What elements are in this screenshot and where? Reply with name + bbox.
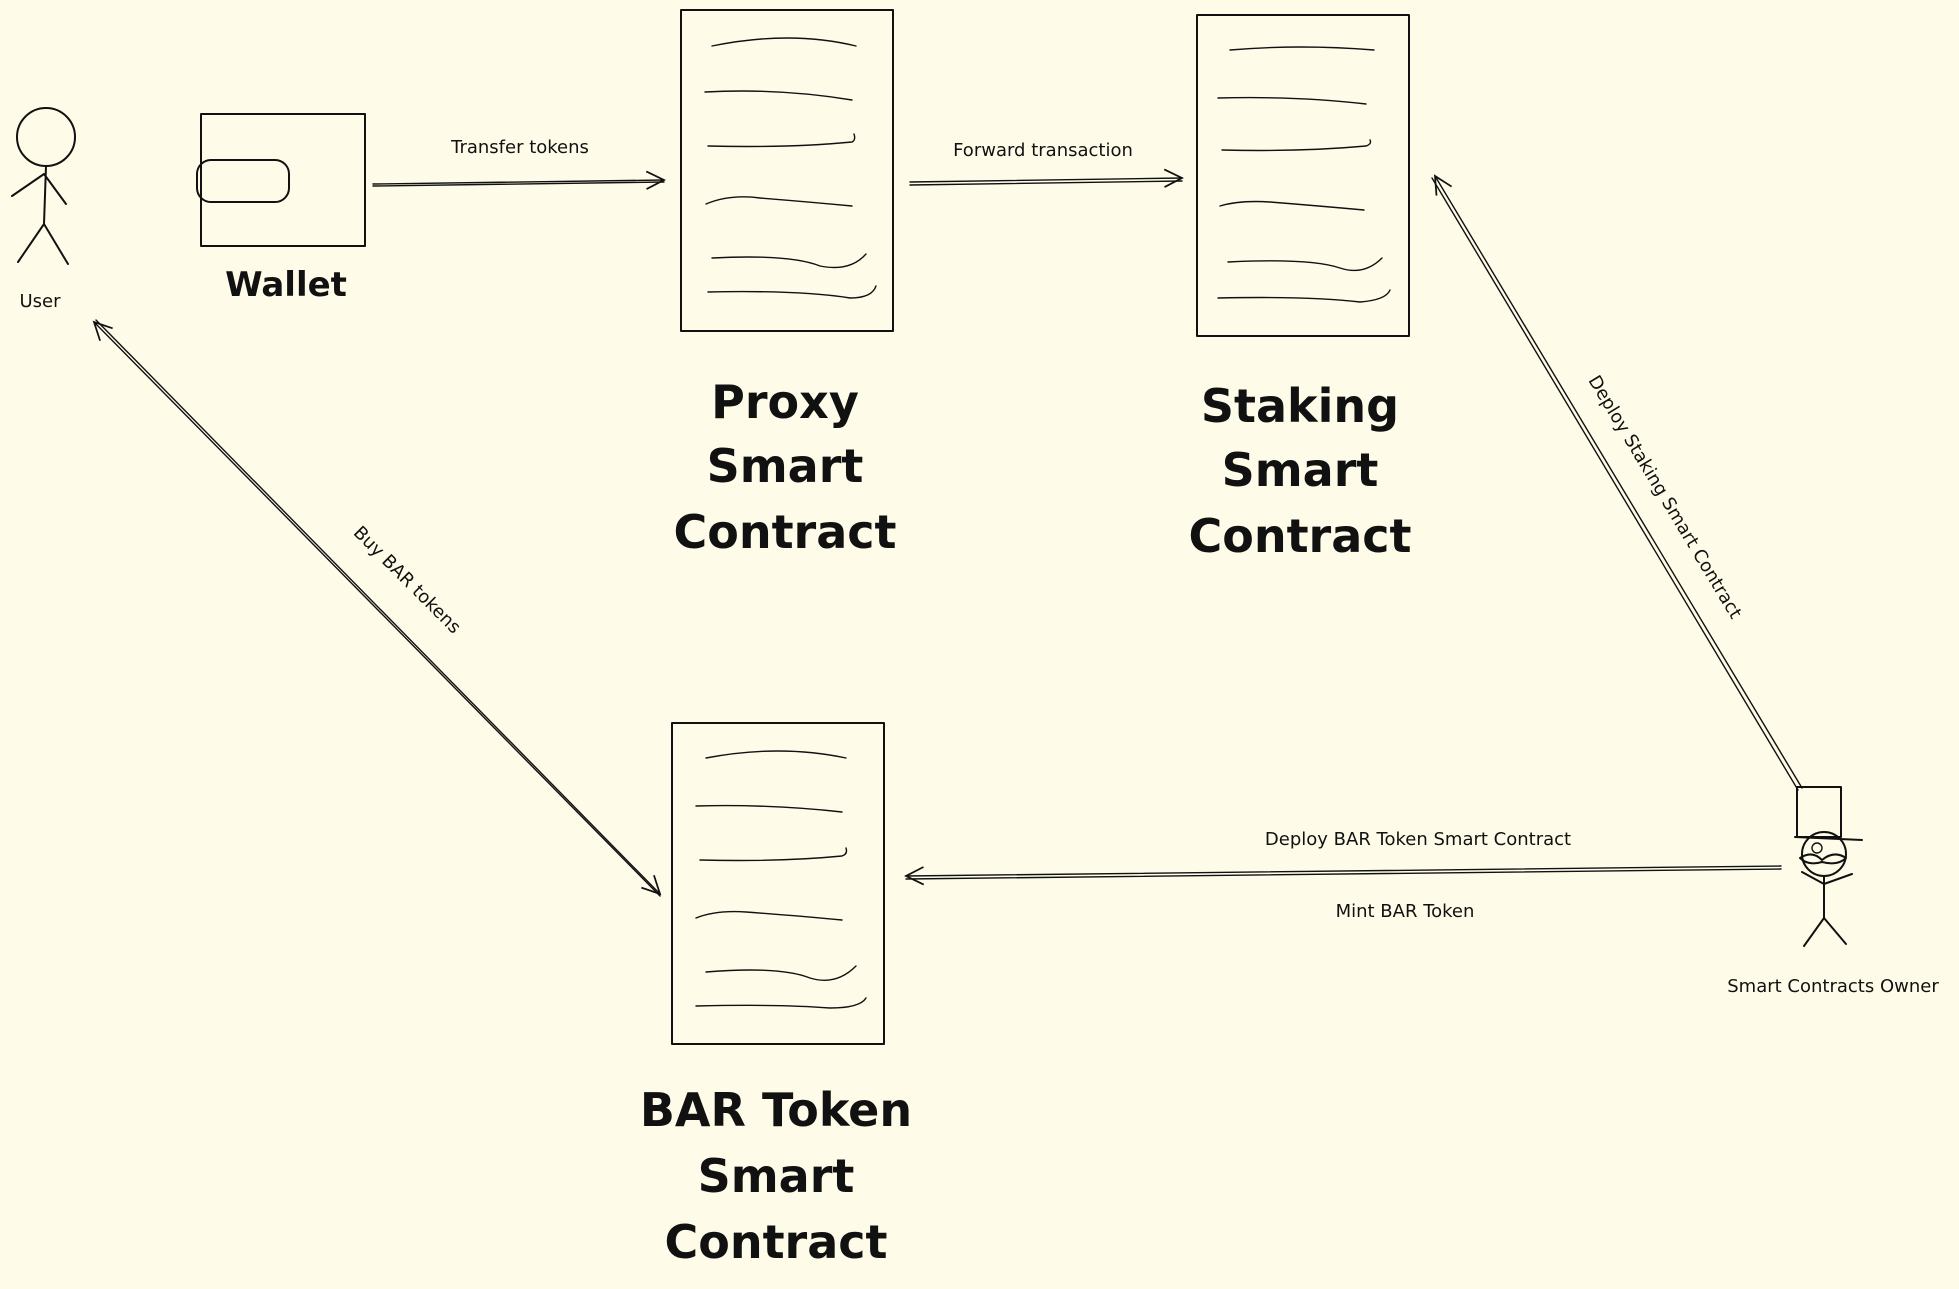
owner-label: Smart Contracts Owner: [1727, 976, 1939, 997]
deploy-staking-arrow: [1433, 174, 1803, 789]
edge-buy-bar-tokens[interactable]: Buy BAR tokens: [92, 319, 662, 897]
owner-body-icon: [1801, 871, 1853, 947]
bar-token-title-line-2: Smart: [698, 1149, 855, 1203]
bar-token-contract[interactable]: BAR Token Smart Contract: [640, 722, 912, 1269]
deploy-bar-arrow: [904, 865, 1782, 886]
top-hat-brim-icon: [1794, 836, 1863, 841]
staking-title-line-3: Contract: [1188, 509, 1411, 563]
forward-label: Forward transaction: [953, 140, 1133, 161]
proxy-title-line-1: Proxy: [711, 375, 859, 429]
staking-text-lines: [1217, 46, 1391, 303]
transfer-arrow: [372, 170, 666, 190]
monocle-icon: [1811, 842, 1823, 854]
deploy-bar-arrow-double: [905, 868, 1782, 880]
wallet-box: [200, 113, 366, 247]
user-body-icon: [11, 165, 69, 265]
bar-token-title-line-3: Contract: [664, 1215, 887, 1269]
wallet-label: Wallet: [225, 265, 347, 305]
buy-bar-label: Buy BAR tokens: [349, 522, 465, 638]
edge-forward-transaction[interactable]: Forward transaction: [909, 140, 1184, 188]
staking-title-line-2: Smart: [1222, 443, 1379, 497]
edge-deploy-staking[interactable]: Deploy Staking Smart Contract: [1431, 174, 1803, 791]
deploy-staking-arrow-double: [1431, 177, 1799, 791]
top-hat-icon: [1796, 786, 1842, 838]
owner-actor[interactable]: Smart Contracts Owner: [1727, 786, 1939, 997]
transfer-label: Transfer tokens: [450, 137, 589, 158]
edge-transfer-tokens[interactable]: Transfer tokens: [372, 137, 666, 190]
staking-contract[interactable]: Staking Smart Contract: [1188, 14, 1412, 563]
proxy-text-lines: [704, 37, 877, 299]
deploy-bar-label: Deploy BAR Token Smart Contract: [1265, 829, 1571, 850]
proxy-document-icon: [680, 9, 894, 332]
mint-bar-label: Mint BAR Token: [1336, 901, 1475, 922]
buy-bar-arrow-up: [92, 320, 661, 897]
proxy-title-line-3: Contract: [673, 505, 896, 559]
user-actor[interactable]: User: [11, 107, 76, 312]
wallet[interactable]: Wallet: [196, 113, 366, 305]
bar-token-document-icon: [671, 722, 885, 1045]
user-label: User: [19, 291, 61, 312]
transfer-arrow-double: [372, 181, 665, 187]
staking-document-icon: [1196, 14, 1410, 337]
deploy-staking-label: Deploy Staking Smart Contract: [1584, 372, 1746, 623]
proxy-contract[interactable]: Proxy Smart Contract: [673, 9, 897, 559]
wallet-clasp-icon: [196, 159, 290, 203]
user-head-icon: [16, 107, 76, 167]
mustache-icon: [1799, 853, 1847, 865]
forward-arrow: [909, 168, 1184, 188]
bar-token-text-lines: [695, 750, 867, 1009]
buy-bar-arrow-down: [95, 319, 662, 896]
forward-arrow-double: [909, 180, 1183, 186]
staking-title-line-1: Staking: [1201, 379, 1399, 433]
edge-deploy-bar-token[interactable]: Deploy BAR Token Smart Contract Mint BAR…: [904, 829, 1782, 922]
bar-token-title-line-1: BAR Token: [640, 1083, 912, 1137]
proxy-title-line-2: Smart: [707, 439, 864, 493]
